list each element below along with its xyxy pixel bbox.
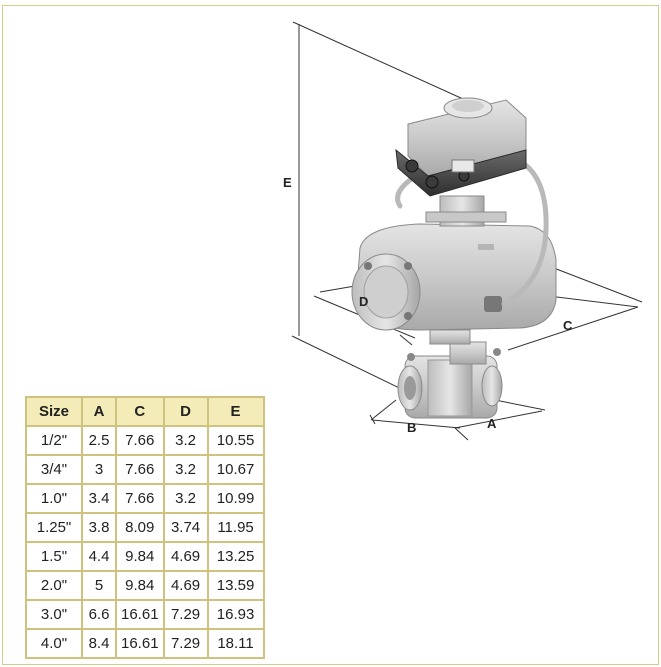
- table-header-row: Size A C D E: [25, 396, 265, 427]
- cell-a: 5: [81, 570, 117, 601]
- ball-valve-body: [397, 341, 503, 419]
- column-header-size: Size: [25, 396, 83, 427]
- dimension-label-c: C: [563, 318, 573, 333]
- dimension-label-d: D: [359, 294, 368, 309]
- cell-a: 8.4: [81, 628, 117, 659]
- cell-size: 1.0": [25, 483, 83, 514]
- cell-e: 18.11: [206, 628, 265, 659]
- cell-size: 2.0": [25, 570, 83, 601]
- dimension-lines: [291, 21, 643, 441]
- cell-size: 1.25": [25, 512, 83, 543]
- air-tubing: [395, 157, 549, 307]
- table-row: 3.0" 6.6 16.61 7.29 16.93: [25, 599, 265, 630]
- cell-size: 1/2": [25, 425, 83, 456]
- cell-d: 7.29: [162, 599, 209, 630]
- table-row: 4.0" 8.4 16.61 7.29 18.11: [25, 628, 265, 659]
- cell-e: 10.99: [206, 483, 265, 514]
- cell-c: 8.09: [115, 512, 165, 543]
- cell-e: 10.55: [206, 425, 265, 456]
- cell-e: 16.93: [206, 599, 265, 630]
- cell-size: 4.0": [25, 628, 83, 659]
- cell-d: 4.69: [162, 541, 209, 572]
- cell-d: 3.2: [162, 483, 209, 514]
- dimension-label-a: A: [487, 416, 497, 431]
- table-row: 1/2" 2.5 7.66 3.2 10.55: [25, 425, 265, 456]
- cell-d: 4.69: [162, 570, 209, 601]
- cell-c: 16.61: [115, 628, 165, 659]
- cell-e: 10.67: [206, 454, 265, 485]
- dimension-table: Size A C D E 1/2" 2.5 7.66 3.2 10.55 3/4…: [25, 396, 265, 659]
- cell-d: 3.74: [162, 512, 209, 543]
- cell-a: 3: [81, 454, 117, 485]
- cell-c: 7.66: [115, 454, 165, 485]
- cell-e: 11.95: [206, 512, 265, 543]
- column-header-c: C: [115, 396, 165, 427]
- table-row: 2.0" 5 9.84 4.69 13.59: [25, 570, 265, 601]
- cell-c: 7.66: [115, 425, 165, 456]
- dimension-label-e: E: [283, 175, 292, 190]
- cell-c: 9.84: [115, 541, 165, 572]
- cell-d: 3.2: [162, 425, 209, 456]
- table-row: 1.5" 4.4 9.84 4.69 13.25: [25, 541, 265, 572]
- cell-e: 13.25: [206, 541, 265, 572]
- cell-size: 3/4": [25, 454, 83, 485]
- cell-a: 2.5: [81, 425, 117, 456]
- cell-d: 3.2: [162, 454, 209, 485]
- cell-a: 6.6: [81, 599, 117, 630]
- cell-a: 3.4: [81, 483, 117, 514]
- cell-e: 13.59: [206, 570, 265, 601]
- cell-c: 9.84: [115, 570, 165, 601]
- cell-d: 7.29: [162, 628, 209, 659]
- cell-a: 3.8: [81, 512, 117, 543]
- mounting-bracket: [425, 195, 507, 227]
- cell-a: 4.4: [81, 541, 117, 572]
- column-header-d: D: [162, 396, 209, 427]
- dimension-label-b: B: [407, 420, 416, 435]
- table-row: 1.0" 3.4 7.66 3.2 10.99: [25, 483, 265, 514]
- column-header-e: E: [206, 396, 265, 427]
- column-header-a: A: [81, 396, 117, 427]
- cell-size: 3.0": [25, 599, 83, 630]
- cell-c: 7.66: [115, 483, 165, 514]
- cell-size: 1.5": [25, 541, 83, 572]
- table-row: 3/4" 3 7.66 3.2 10.67: [25, 454, 265, 485]
- cell-c: 16.61: [115, 599, 165, 630]
- limit-switch-box: [395, 97, 527, 197]
- table-row: 1.25" 3.8 8.09 3.74 11.95: [25, 512, 265, 543]
